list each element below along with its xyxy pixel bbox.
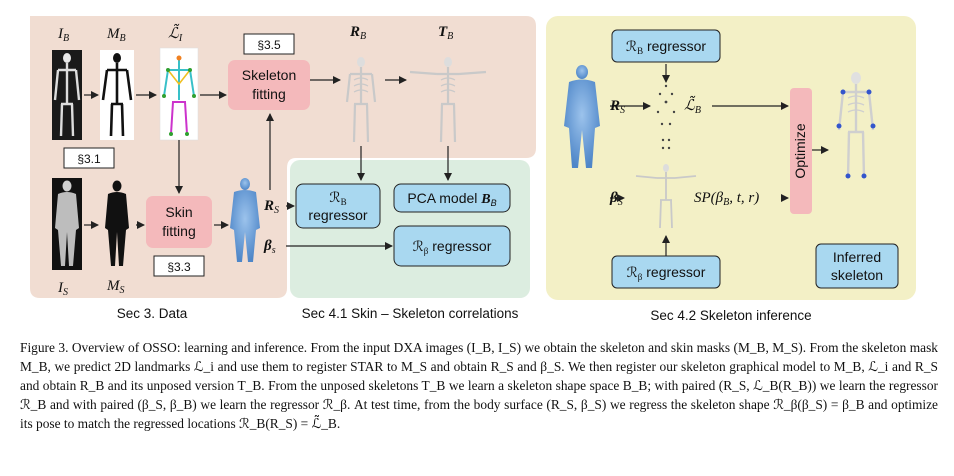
svg-text:SP(βB, t, r): SP(βB, t, r) (694, 190, 759, 208)
rb-symbol: ℛ (329, 191, 340, 206)
svg-text:RS: RS (263, 198, 279, 216)
label-is: I (57, 280, 64, 296)
landmark-dots-image (656, 84, 676, 150)
svg-text:IS: IS (57, 280, 68, 298)
figure-caption: Figure 3. Overview of OSSO: learning and… (20, 338, 938, 433)
pca-b: B (480, 192, 490, 207)
landmarks-image (159, 47, 199, 141)
svg-text:βs: βs (263, 238, 276, 256)
svg-text:βS: βS (609, 190, 623, 208)
rb-sub: B (341, 197, 347, 207)
skeleton-fitting-box: Skeleton fitting (228, 60, 310, 110)
inferred-line2: skeleton (831, 267, 883, 283)
ref-3-1: §3.1 (77, 152, 101, 166)
skeleton-mask-image (100, 50, 134, 140)
svg-text:IB: IB (57, 26, 69, 44)
section-data-label: Sec 3. Data (117, 306, 188, 321)
caption-text: Overview of OSSO: learning and inference… (20, 340, 938, 432)
pca-b-sub: B (491, 198, 497, 208)
label-li: ℒ̃ (168, 23, 180, 42)
dxa-skin-image (52, 178, 82, 270)
skin-fitting-line2: fitting (162, 223, 195, 239)
label-ib: I (57, 26, 64, 42)
rbeta-regressor-word: regressor (432, 238, 491, 254)
label-lb: ℒ̃ (684, 95, 696, 114)
optimize-label: Optimize (792, 123, 808, 178)
svg-text:RS: RS (609, 98, 625, 116)
pca-label: PCA model (407, 190, 481, 206)
svg-text:ℛβ regressor: ℛβ regressor (413, 238, 492, 256)
svg-text:MS: MS (106, 278, 125, 296)
svg-text:PCA model BB: PCA model BB (407, 190, 496, 208)
label-ms: M (106, 278, 121, 294)
section-correlations-label: Sec 4.1 Skin – Skeleton correlations (302, 306, 519, 321)
svg-text:ℒ̃B: ℒ̃B (684, 95, 701, 116)
inference-panel (546, 16, 916, 300)
skeleton-fitting-line2: fitting (252, 86, 285, 102)
inferred-skeleton-box: Inferred skeleton (815, 243, 899, 289)
ref-3-3: §3.3 (167, 260, 191, 274)
rb-regressor-box-41: ℛB regressor (295, 183, 381, 229)
rbeta-regressor-box-42: ℛβ regressor (611, 255, 721, 289)
input-body-image (564, 65, 600, 168)
caption-label: Figure 3. (20, 340, 69, 355)
posed-skeleton-image (345, 57, 377, 143)
template-skeleton-image (635, 164, 697, 229)
label-rs: R (263, 198, 274, 214)
ref-3-5: §3.5 (257, 38, 281, 52)
svg-text:ℒ̃I: ℒ̃I (168, 23, 183, 44)
rb-regressor-box-42: ℛB regressor (611, 29, 721, 63)
unposed-skeleton-image (409, 57, 487, 143)
inferred-skeleton-image (836, 72, 876, 179)
label-rs-42: R (609, 98, 620, 114)
label-mb: M (106, 26, 121, 42)
skin-mask-image (105, 180, 129, 266)
rb-regressor-word: regressor (308, 207, 367, 223)
label-beta-s-42: β (609, 190, 618, 206)
registered-body-image (230, 178, 260, 262)
section-inference-label: Sec 4.2 Skeleton inference (650, 308, 811, 323)
pca-model-box: PCA model BB (393, 183, 511, 213)
svg-text:MB: MB (106, 26, 126, 44)
label-tb: T (438, 24, 448, 40)
optimize-box: Optimize (790, 88, 812, 214)
inferred-line1: Inferred (833, 249, 881, 265)
svg-text:ℛB: ℛB (329, 191, 346, 207)
svg-text:TB: TB (438, 24, 453, 42)
label-sp: SP(β (694, 190, 724, 206)
skeleton-fitting-line1: Skeleton (242, 67, 296, 83)
skin-fitting-line1: Skin (165, 204, 192, 220)
rbeta-regressor-box-41: ℛβ regressor (393, 225, 511, 267)
skin-fitting-box: Skin fitting (146, 196, 212, 248)
overview-figure: Skeleton fitting Skin fitting ℛB regress… (30, 16, 916, 323)
dxa-skeleton-image (52, 50, 82, 140)
label-beta-s: β (263, 238, 272, 254)
svg-text:ℛB regressor: ℛB regressor (626, 38, 707, 56)
label-rb: R (349, 24, 360, 40)
svg-text:ℛβ regressor: ℛβ regressor (627, 264, 706, 282)
svg-text:RB: RB (349, 24, 366, 42)
